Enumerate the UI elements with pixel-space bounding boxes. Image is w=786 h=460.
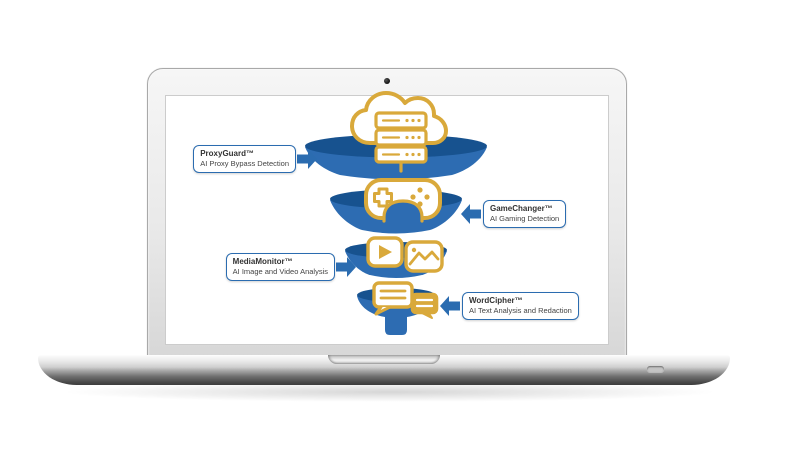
media-play-image-icon bbox=[366, 236, 444, 273]
arrow-left-icon bbox=[440, 296, 460, 316]
stage-subtitle: AI Gaming Detection bbox=[490, 214, 560, 224]
cloud-server-icon bbox=[350, 91, 448, 173]
label-mediamonitor: MediaMonitor™ AI Image and Video Analysi… bbox=[225, 253, 335, 282]
stage-title: ProxyGuard™ bbox=[200, 149, 254, 158]
game-controller-icon bbox=[364, 178, 442, 223]
label-gamechanger: GameChanger™ AI Gaming Detection bbox=[483, 200, 567, 229]
laptop-side-slot bbox=[647, 366, 664, 372]
label-wordcipher: WordCipher™ AI Text Analysis and Redacti… bbox=[462, 292, 579, 321]
laptop-base bbox=[38, 355, 730, 385]
stage-title: WordCipher™ bbox=[469, 296, 523, 305]
webcam-icon bbox=[384, 78, 390, 84]
chat-bubbles-icon bbox=[372, 281, 439, 319]
chat-bubble-small bbox=[410, 292, 439, 319]
arrow-left-icon bbox=[461, 204, 481, 224]
stage-title: MediaMonitor™ bbox=[232, 257, 293, 266]
stage-subtitle: AI Proxy Bypass Detection bbox=[200, 159, 289, 169]
arrow-right-icon bbox=[336, 257, 356, 277]
laptop-shadow bbox=[60, 382, 720, 402]
stage-subtitle: AI Image and Video Analysis bbox=[232, 267, 328, 277]
stage-subtitle: AI Text Analysis and Redaction bbox=[469, 306, 572, 316]
label-proxyguard: ProxyGuard™ AI Proxy Bypass Detection bbox=[193, 145, 296, 174]
laptop-lid-notch bbox=[328, 355, 440, 364]
stage-title: GameChanger™ bbox=[490, 204, 553, 213]
arrow-right-icon bbox=[297, 149, 317, 169]
